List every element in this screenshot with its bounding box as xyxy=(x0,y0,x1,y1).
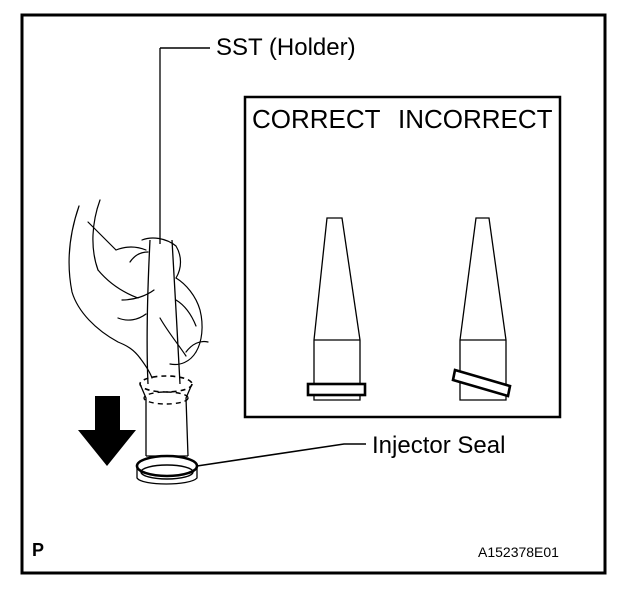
sst-holder-tool xyxy=(135,48,199,485)
correct-seal xyxy=(306,382,367,397)
sst-holder-label: SST (Holder) xyxy=(216,34,356,61)
correct-label: CORRECT xyxy=(252,104,381,134)
incorrect-label: INCORRECT xyxy=(398,104,553,134)
incorrect-injector xyxy=(451,217,512,401)
injector-seal-label: Injector Seal xyxy=(372,432,506,459)
tool-ring-lower xyxy=(143,391,189,405)
outer-frame xyxy=(20,13,607,575)
hand-illustration xyxy=(68,199,209,379)
down-arrow-icon xyxy=(78,396,136,466)
injector-seal-part xyxy=(135,454,199,478)
corner-letter: P xyxy=(32,540,45,560)
correct-injector xyxy=(306,217,367,401)
seal-leader-line xyxy=(196,443,366,467)
figure-code: A152378E01 xyxy=(478,544,559,560)
comparison-box xyxy=(243,95,562,419)
incorrect-seal xyxy=(451,368,512,398)
